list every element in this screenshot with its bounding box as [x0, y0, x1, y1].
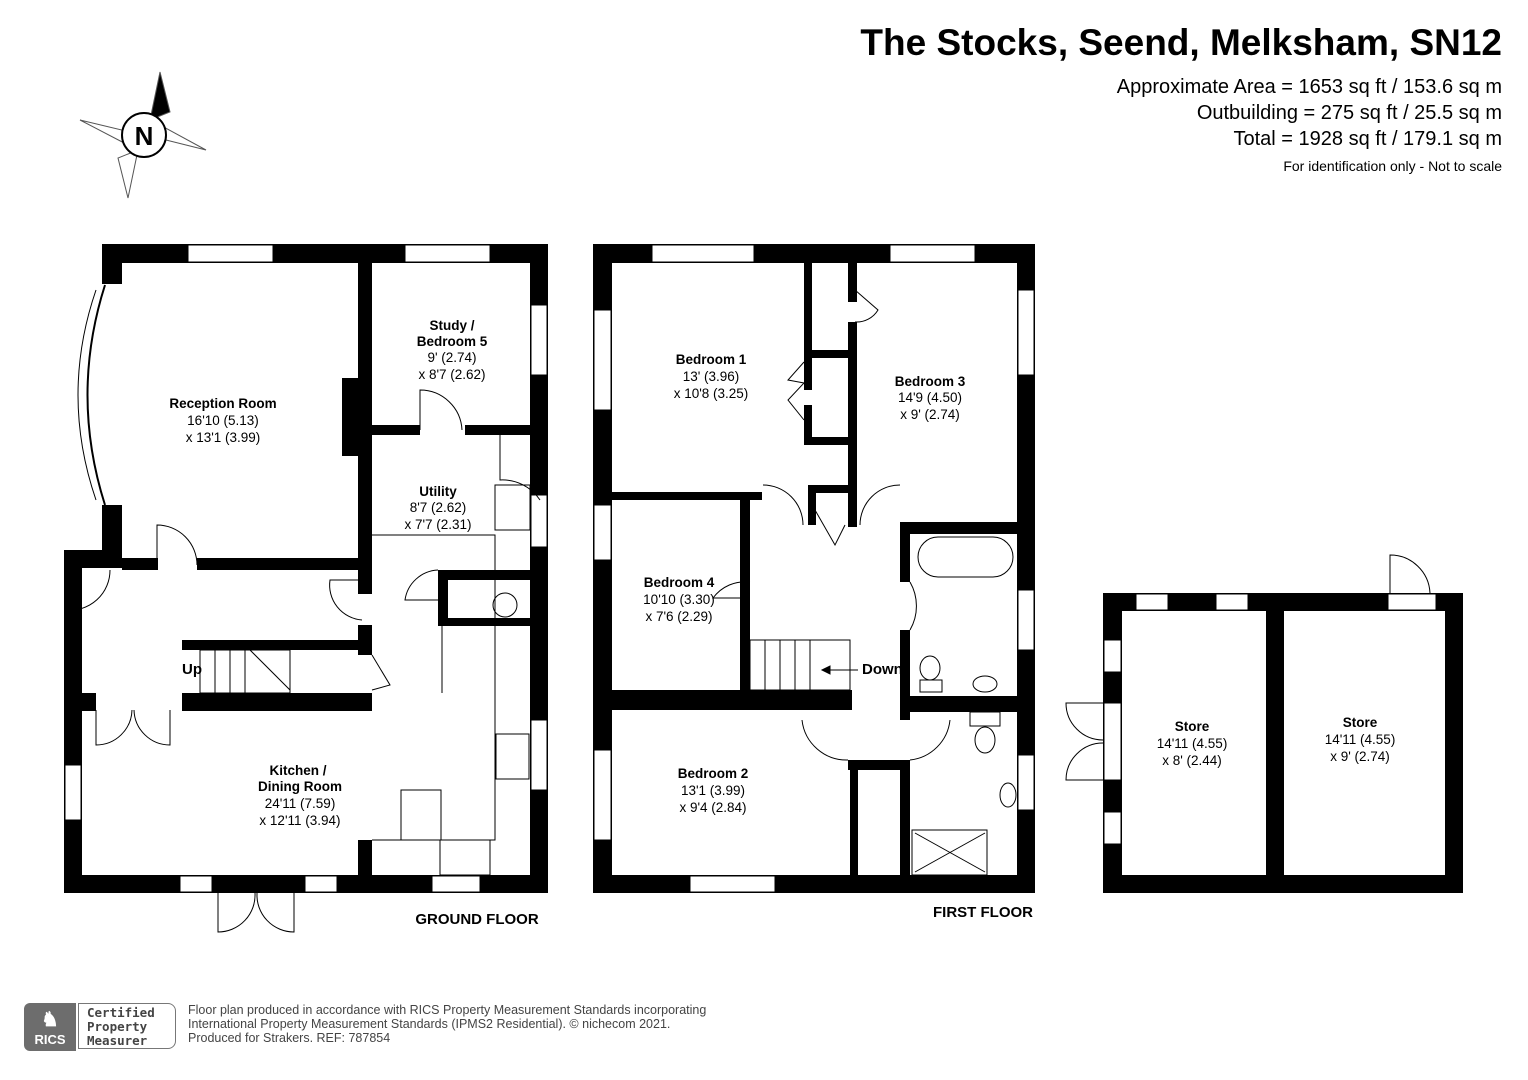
room-dimension: 13'1 (3.99): [681, 783, 745, 798]
cert-line: Certified: [87, 1005, 155, 1020]
room-dimension: x 12'11 (3.94): [259, 813, 340, 828]
room-dimension: x 10'8 (3.25): [674, 386, 749, 401]
room-dimension: x 9' (2.74): [1330, 749, 1390, 764]
scale-note: For identification only - Not to scale: [1283, 158, 1502, 174]
outbuilding-doors: [1065, 554, 1431, 781]
outbuilding-labels: Store 14'11 (4.55) x 8' (2.44) Store 14'…: [1157, 715, 1396, 768]
room-dimension: 14'11 (4.55): [1157, 736, 1228, 751]
first-floor-labels: Bedroom 1 13' (3.96) x 10'8 (3.25) Bedro…: [643, 352, 1033, 921]
room-name: Bedroom 4: [644, 575, 715, 590]
room-name: Bedroom 3: [895, 374, 966, 389]
stairs-up-label: Up: [182, 661, 202, 678]
lion-icon: ♞: [41, 1009, 59, 1031]
first-floor-fittings: [712, 289, 1017, 876]
floor-label: FIRST FLOOR: [933, 904, 1033, 921]
floor-label: GROUND FLOOR: [415, 911, 538, 928]
room-dimension: x 8'7 (2.62): [418, 367, 485, 382]
room-dimension: x 7'6 (2.29): [645, 609, 712, 624]
approximate-area: Approximate Area = 1653 sq ft / 153.6 sq…: [1116, 76, 1502, 98]
room-name: Dining Room: [258, 779, 342, 794]
rics-logo: ♞ RICS: [24, 1003, 76, 1051]
certified-badge: Certified Property Measurer: [78, 1003, 176, 1049]
compass-icon: N: [79, 71, 207, 199]
room-dimension: 16'10 (5.13): [187, 413, 259, 428]
disclaimer: Floor plan produced in accordance with R…: [188, 1003, 788, 1045]
room-dimension: x 8' (2.44): [1162, 753, 1222, 768]
disclaimer-line: Produced for Strakers. REF: 787854: [188, 1031, 391, 1045]
room-dimension: x 9' (2.74): [900, 407, 960, 422]
room-name: Reception Room: [169, 396, 276, 411]
room-name: Utility: [419, 484, 457, 499]
room-dimension: 8'7 (2.62): [410, 500, 467, 515]
room-dimension: 13' (3.96): [683, 369, 740, 384]
cert-line: Measurer: [87, 1033, 148, 1048]
outbuilding-walls: [1103, 593, 1463, 893]
stairs-down-label: Down: [862, 661, 903, 678]
ground-floor-labels: Reception Room 16'10 (5.13) x 13'1 (3.99…: [169, 318, 538, 928]
compass-north-label: N: [135, 121, 154, 151]
first-floor-walls: [593, 244, 1035, 893]
room-dimension: 24'11 (7.59): [265, 796, 336, 811]
room-name: Store: [1175, 719, 1210, 734]
room-dimension: 14'11 (4.55): [1325, 732, 1396, 747]
ground-floor-windows: [64, 244, 548, 893]
room-dimension: x 9'4 (2.84): [679, 800, 746, 815]
room-dimension: 9' (2.74): [427, 350, 476, 365]
room-name: Kitchen /: [269, 763, 326, 778]
room-dimension: 14'9 (4.50): [898, 390, 962, 405]
first-floor-windows: [593, 244, 1035, 893]
room-name: Store: [1343, 715, 1378, 730]
outbuilding-area: Outbuilding = 275 sq ft / 25.5 sq m: [1196, 102, 1502, 124]
total-area: Total = 1928 sq ft / 179.1 sq m: [1233, 128, 1503, 150]
disclaimer-line: Floor plan produced in accordance with R…: [188, 1003, 707, 1017]
room-name: Bedroom 1: [676, 352, 747, 367]
property-title: The Stocks, Seend, Melksham, SN12: [860, 22, 1502, 63]
room-name: Bedroom 2: [678, 766, 749, 781]
disclaimer-line: International Property Measurement Stand…: [188, 1017, 671, 1031]
room-name: Study /: [429, 318, 474, 333]
cert-line: Property: [87, 1019, 148, 1034]
ground-floor-fittings: [65, 389, 541, 933]
room-dimension: x 13'1 (3.99): [186, 430, 261, 445]
room-name: Bedroom 5: [417, 334, 488, 349]
rics-label: RICS: [34, 1032, 66, 1047]
room-dimension: x 7'7 (2.31): [404, 517, 471, 532]
room-dimension: 10'10 (3.30): [643, 592, 715, 607]
outbuilding-windows: [1103, 593, 1437, 845]
